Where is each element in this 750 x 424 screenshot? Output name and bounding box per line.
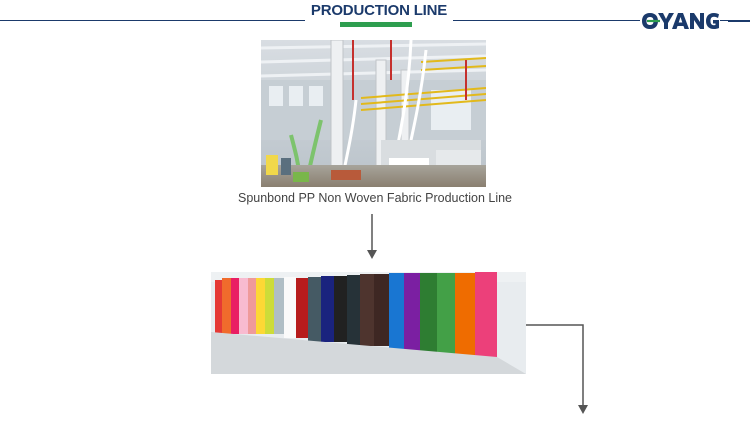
arrow-down-icon xyxy=(364,214,380,260)
colored-fabric-rolls-photo xyxy=(211,272,526,374)
title-accent-bar xyxy=(340,22,412,27)
section-title: PRODUCTION LINE xyxy=(310,2,448,19)
oyang-logo[interactable] xyxy=(640,10,720,32)
figure-caption: Spunbond PP Non Woven Fabric Production … xyxy=(237,191,513,205)
elbow-arrow-down-icon xyxy=(526,320,592,416)
factory-production-line-photo xyxy=(261,40,486,187)
header-divider-right xyxy=(728,20,750,22)
